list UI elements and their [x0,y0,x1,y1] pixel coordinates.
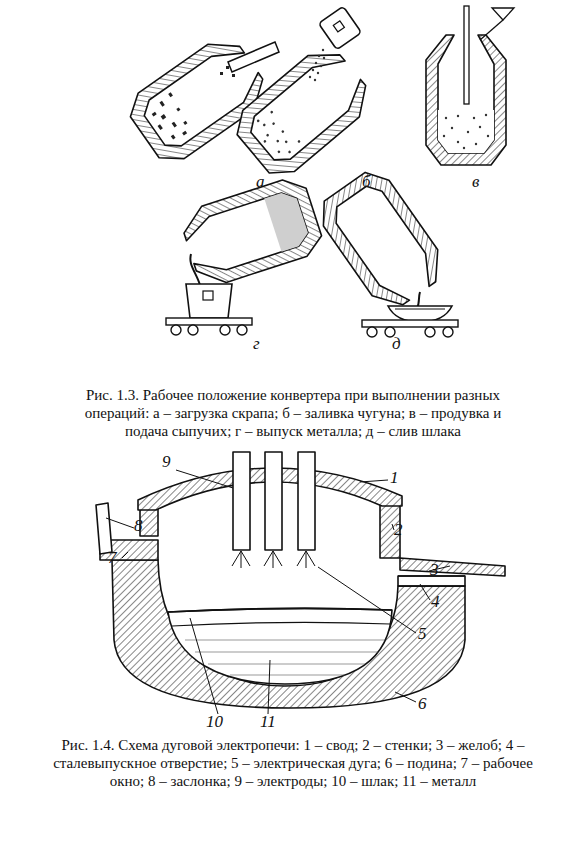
figure-caption: Рис. 1.4. Схема дуговой электропечи: 1 –… [52,736,534,790]
figure-letter: в [472,172,479,192]
scrap-chute [220,42,279,77]
callout-number: 11 [260,712,276,732]
figure-caption: Рис. 1.3. Рабочее положение конвертера п… [78,386,508,440]
callout-number: 6 [418,694,427,714]
converter [312,164,452,316]
iron-ladle [309,6,362,81]
slag-bowl-car [362,292,458,337]
callout-number: 1 [390,468,399,488]
figure-letter: г [253,334,260,354]
steel-ladle-car [166,254,252,335]
callout-number: 5 [418,624,427,644]
callout-number: 10 [206,712,223,732]
callout-number: 4 [431,592,440,612]
converter [178,174,326,290]
callout-number: 3 [430,560,439,580]
callout-number: 8 [134,516,143,536]
callout-number: 2 [394,520,403,540]
figure-letter: д [392,334,401,354]
figure-letter: а [256,172,265,192]
arc-furnace [96,452,505,714]
oxygen-lance [464,6,514,104]
callout-number: 7 [108,548,117,568]
figure-letter: б [362,172,371,192]
converter [227,40,378,185]
callout-number: 9 [162,452,171,472]
